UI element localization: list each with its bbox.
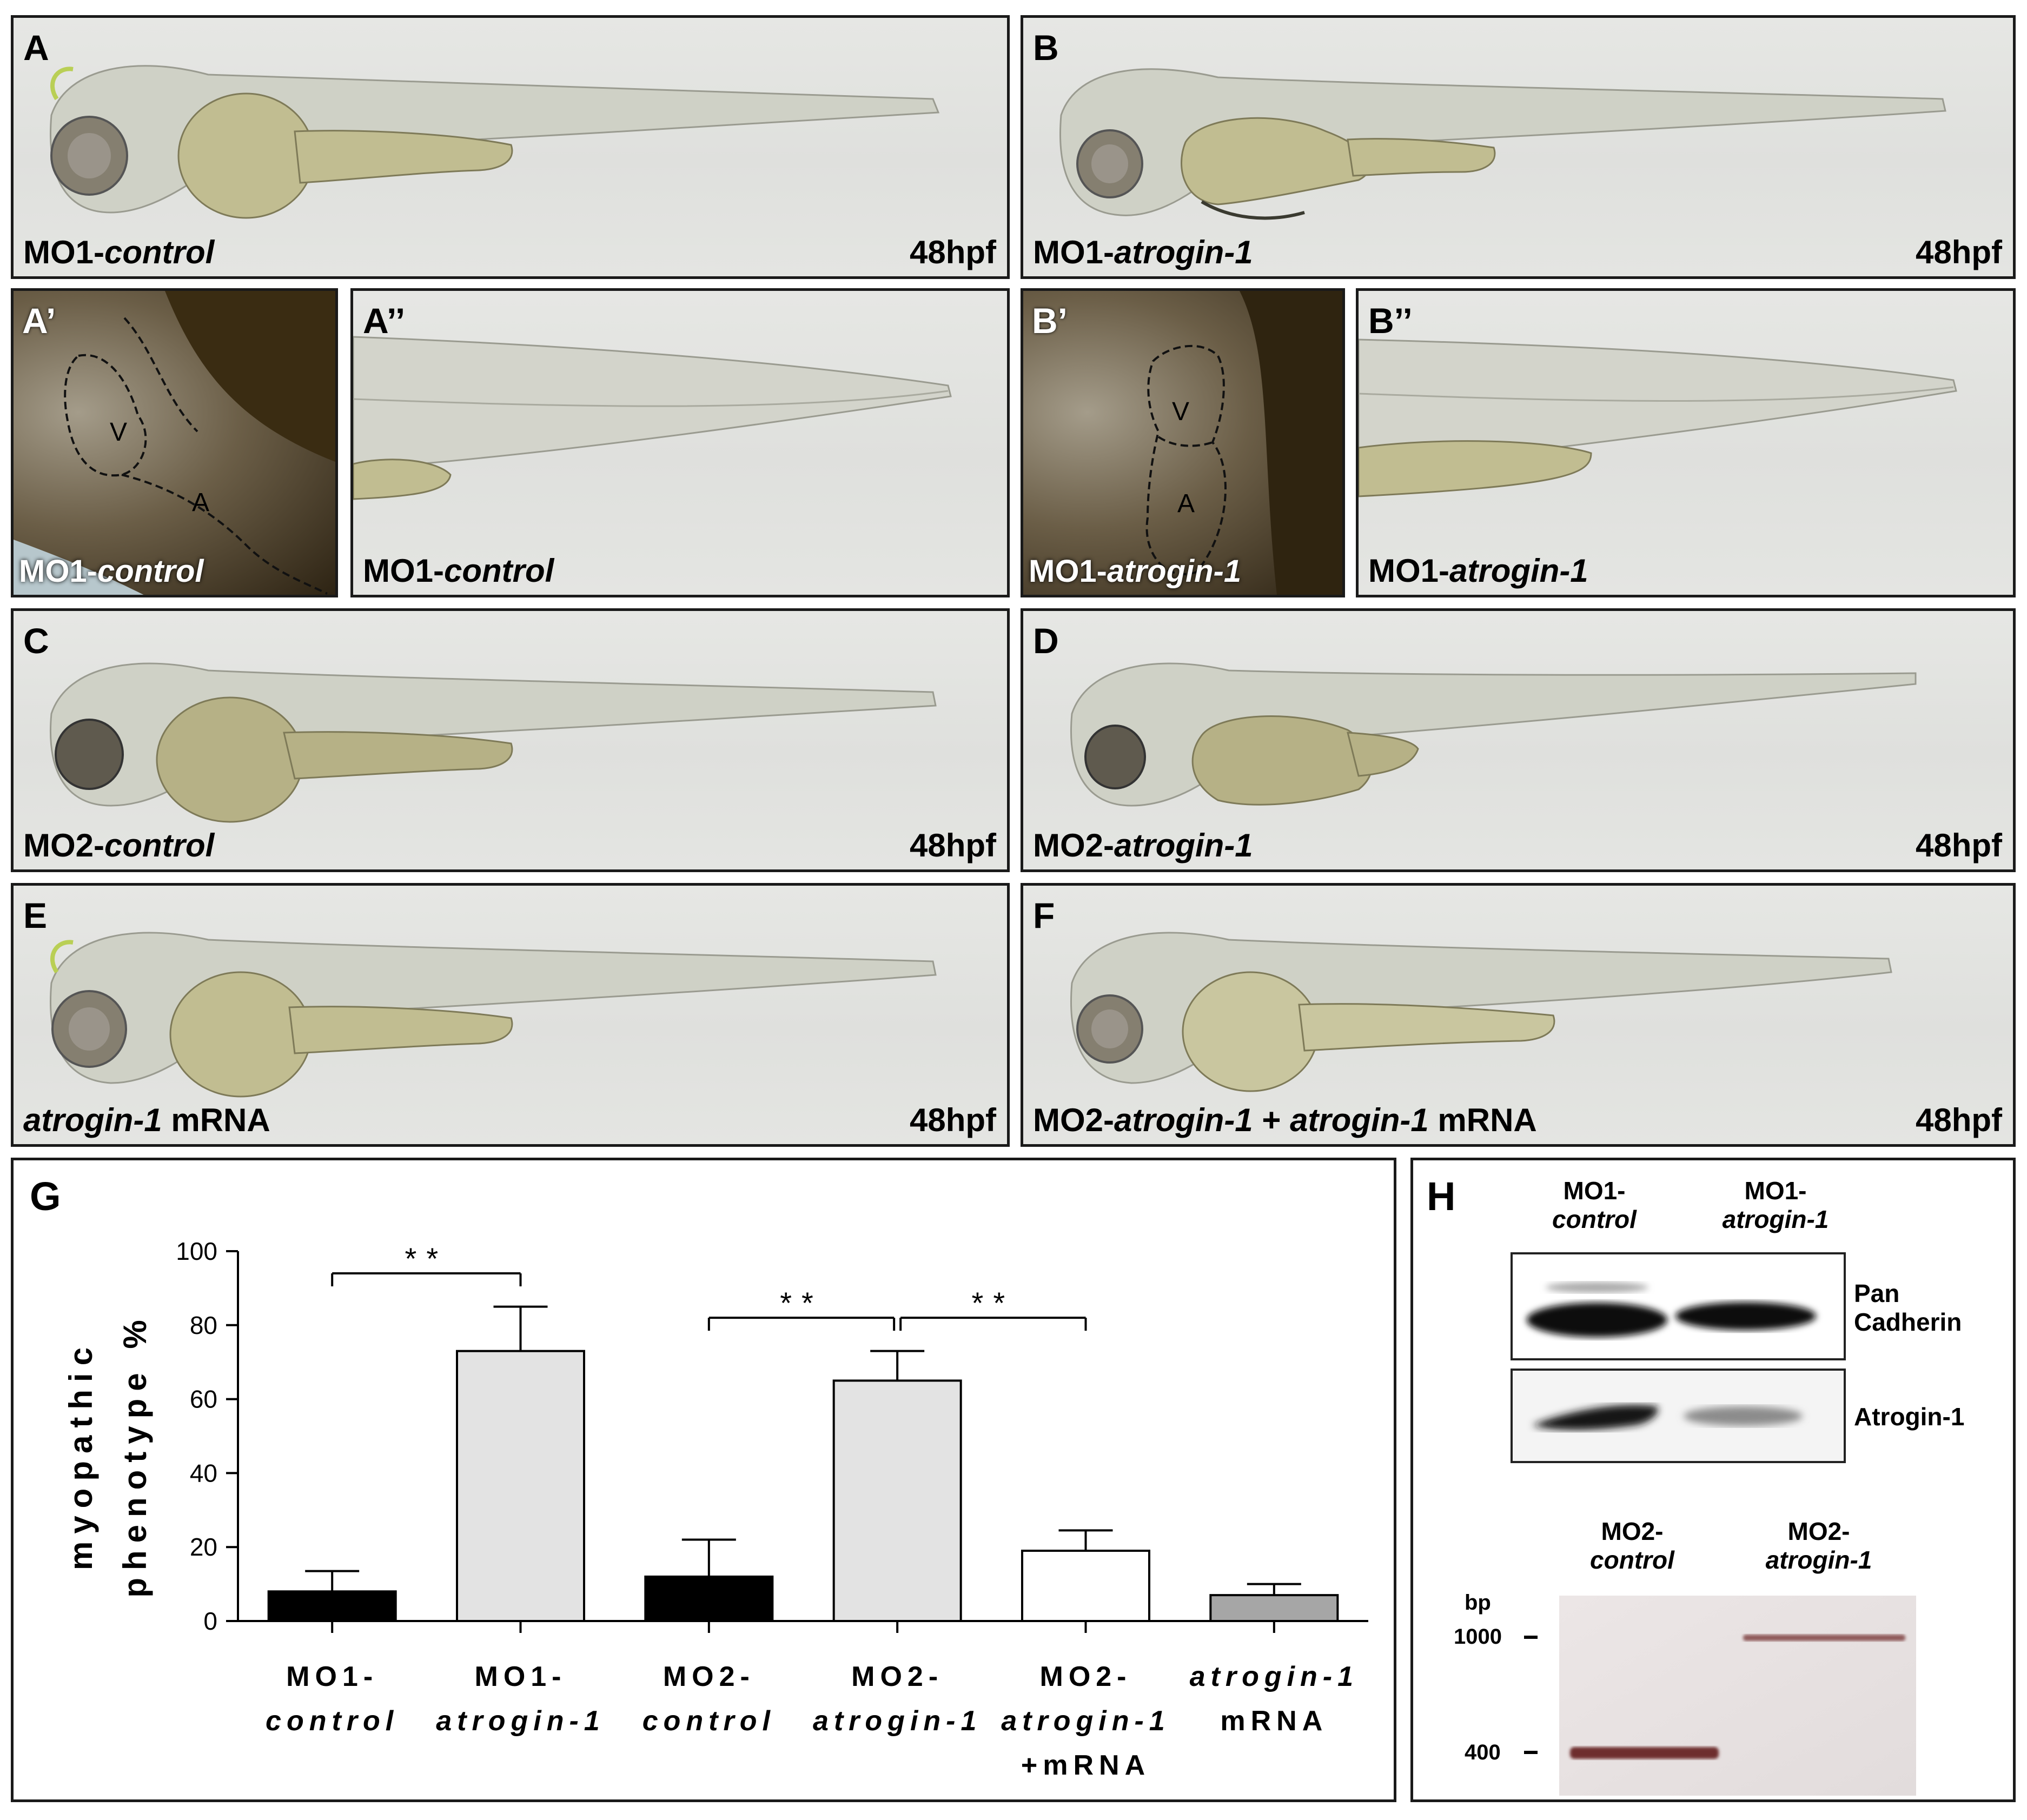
blot-column-1-label: MO1- control [1552, 1177, 1637, 1233]
y-axis-label: myopathic phenotype % [63, 1312, 153, 1597]
western-blot-pan-cadherin [1511, 1252, 1846, 1360]
gel-column-2-label: MO2- atrogin-1 [1765, 1517, 1872, 1574]
age-a: 48hpf [909, 234, 996, 270]
caption-b-double-prime: MO1-atrogin-1 [1368, 553, 1588, 589]
age-d: 48hpf [1915, 827, 2002, 863]
y-tick-label: 100 [176, 1237, 217, 1265]
significance-label: ** [405, 1241, 448, 1276]
panel-a: A MO1-control 48hpf [11, 15, 1010, 279]
x-tick-label: MO1- [475, 1661, 567, 1692]
pan-cadherin-label: Pan Cadherin [1854, 1279, 1962, 1336]
x-tick-label: atrogin-1 [1190, 1661, 1359, 1692]
panel-label-b-prime: B’ [1032, 301, 1068, 341]
panel-b: B MO1-atrogin-1 48hpf [1021, 15, 2016, 279]
gel-marker-400: 400 [1465, 1741, 1501, 1764]
panel-label-g: G [30, 1174, 61, 1219]
y-tick-label: 20 [190, 1533, 217, 1561]
heart-image-b [1145, 291, 1342, 595]
heart-ventricle-label-b: V [1172, 397, 1190, 426]
blot-column-2-label: MO1- atrogin-1 [1722, 1177, 1829, 1233]
y-tick-label: 80 [190, 1311, 217, 1339]
panel-c: C MO2-control 48hpf [11, 608, 1010, 872]
panel-a-prime: A’ V A MO1-control [11, 288, 338, 597]
y-tick-label: 0 [203, 1607, 217, 1635]
significance-label: ** [972, 1286, 1015, 1320]
tail-image-a [353, 336, 952, 500]
embryo-image-b [1059, 68, 1946, 220]
bar [832, 1379, 962, 1622]
caption-a-prime: MO1-control [19, 554, 204, 589]
gel-column-1-label: MO2- control [1590, 1517, 1674, 1574]
x-tick-label: MO2- [663, 1661, 755, 1692]
panel-label-b: B [1033, 28, 1059, 68]
panel-a-double-prime: A’’ MO1-control [350, 288, 1010, 597]
y-tick-label: 60 [190, 1385, 217, 1413]
x-tick-label: MO2- [851, 1661, 943, 1692]
gel-unit-label: bp [1465, 1591, 1491, 1615]
tail-image-b [1359, 338, 1957, 497]
rt-pcr-gel [1559, 1596, 1916, 1796]
y-axis-label-line-2: phenotype % [117, 1312, 153, 1597]
caption-b: MO1-atrogin-1 [1033, 234, 1253, 270]
panel-e: E atrogin-1 mRNA 48hpf [11, 883, 1010, 1147]
panel-label-h: H [1427, 1174, 1456, 1219]
x-tick-label: atrogin-1 [1001, 1705, 1170, 1737]
y-axis-label-line-1: myopathic [63, 1340, 99, 1570]
caption-a-double-prime: MO1-control [363, 553, 554, 589]
x-tick-label: MO1- [286, 1661, 378, 1692]
caption-f: MO2-atrogin-1 + atrogin-1 mRNA [1033, 1102, 1537, 1138]
embryo-image-e [50, 932, 937, 1098]
panel-d: D MO2-atrogin-1 48hpf [1021, 608, 2016, 872]
age-e: 48hpf [909, 1102, 996, 1138]
age-c: 48hpf [909, 827, 996, 863]
atrogin-1-band-label: Atrogin-1 [1854, 1403, 1965, 1431]
bar [1209, 1594, 1339, 1622]
significance-label: ** [780, 1286, 823, 1320]
x-tick-label: atrogin-1 [436, 1705, 605, 1737]
panel-label-f: F [1033, 895, 1055, 935]
y-tick-label: 40 [190, 1459, 217, 1487]
caption-c: MO2-control [23, 827, 215, 863]
panel-label-a: A [23, 28, 49, 68]
x-tick-label: +mRNA [1021, 1750, 1150, 1781]
caption-e: atrogin-1 mRNA [23, 1102, 270, 1138]
caption-b-prime: MO1-atrogin-1 [1029, 554, 1242, 589]
heart-ventricle-label-a: V [110, 418, 128, 447]
heart-image-a [14, 291, 335, 595]
panel-label-d: D [1033, 621, 1059, 661]
x-tick-label: control [642, 1705, 776, 1737]
bar [456, 1350, 585, 1622]
age-f: 48hpf [1915, 1102, 2002, 1138]
x-tick-label: atrogin-1 [813, 1705, 982, 1737]
embryo-image-f [1070, 932, 1892, 1092]
panel-label-a-prime: A’ [22, 301, 56, 341]
panel-b-double-prime: B’’ MO1-atrogin-1 [1356, 288, 2016, 597]
panel-label-c: C [23, 621, 49, 661]
western-blot-atrogin-1 [1511, 1369, 1846, 1463]
x-tick-label: MO2- [1040, 1661, 1132, 1692]
x-tick-label: mRNA [1220, 1705, 1328, 1737]
gel-marker-1000: 1000 [1454, 1625, 1502, 1649]
gel-marker-ticks [1524, 1636, 1538, 1754]
embryo-image-c [50, 662, 937, 823]
heart-atrium-label-b: A [1177, 489, 1195, 518]
heart-atrium-label-a: A [192, 488, 210, 517]
bar [644, 1575, 774, 1622]
embryo-image-a [50, 65, 940, 219]
panel-label-e: E [23, 895, 48, 935]
panel-h: H MO1- control MO1- atrogin-1 Pan Cadher… [1410, 1158, 2016, 1802]
age-b: 48hpf [1915, 234, 2002, 270]
bar [1021, 1550, 1150, 1622]
x-tick-label: control [266, 1705, 399, 1737]
bar [267, 1590, 397, 1623]
panel-b-prime: B’ V A MO1-atrogin-1 [1021, 288, 1345, 597]
panel-label-a-double-prime: A’’ [363, 301, 406, 341]
panel-f: F MO2-atrogin-1 + atrogin-1 mRNA 48hpf [1021, 883, 2016, 1147]
embryo-image-d [1070, 662, 1917, 807]
caption-a: MO1-control [23, 234, 215, 270]
panel-label-b-double-prime: B’’ [1368, 301, 1413, 341]
caption-d: MO2-atrogin-1 [1033, 827, 1253, 863]
